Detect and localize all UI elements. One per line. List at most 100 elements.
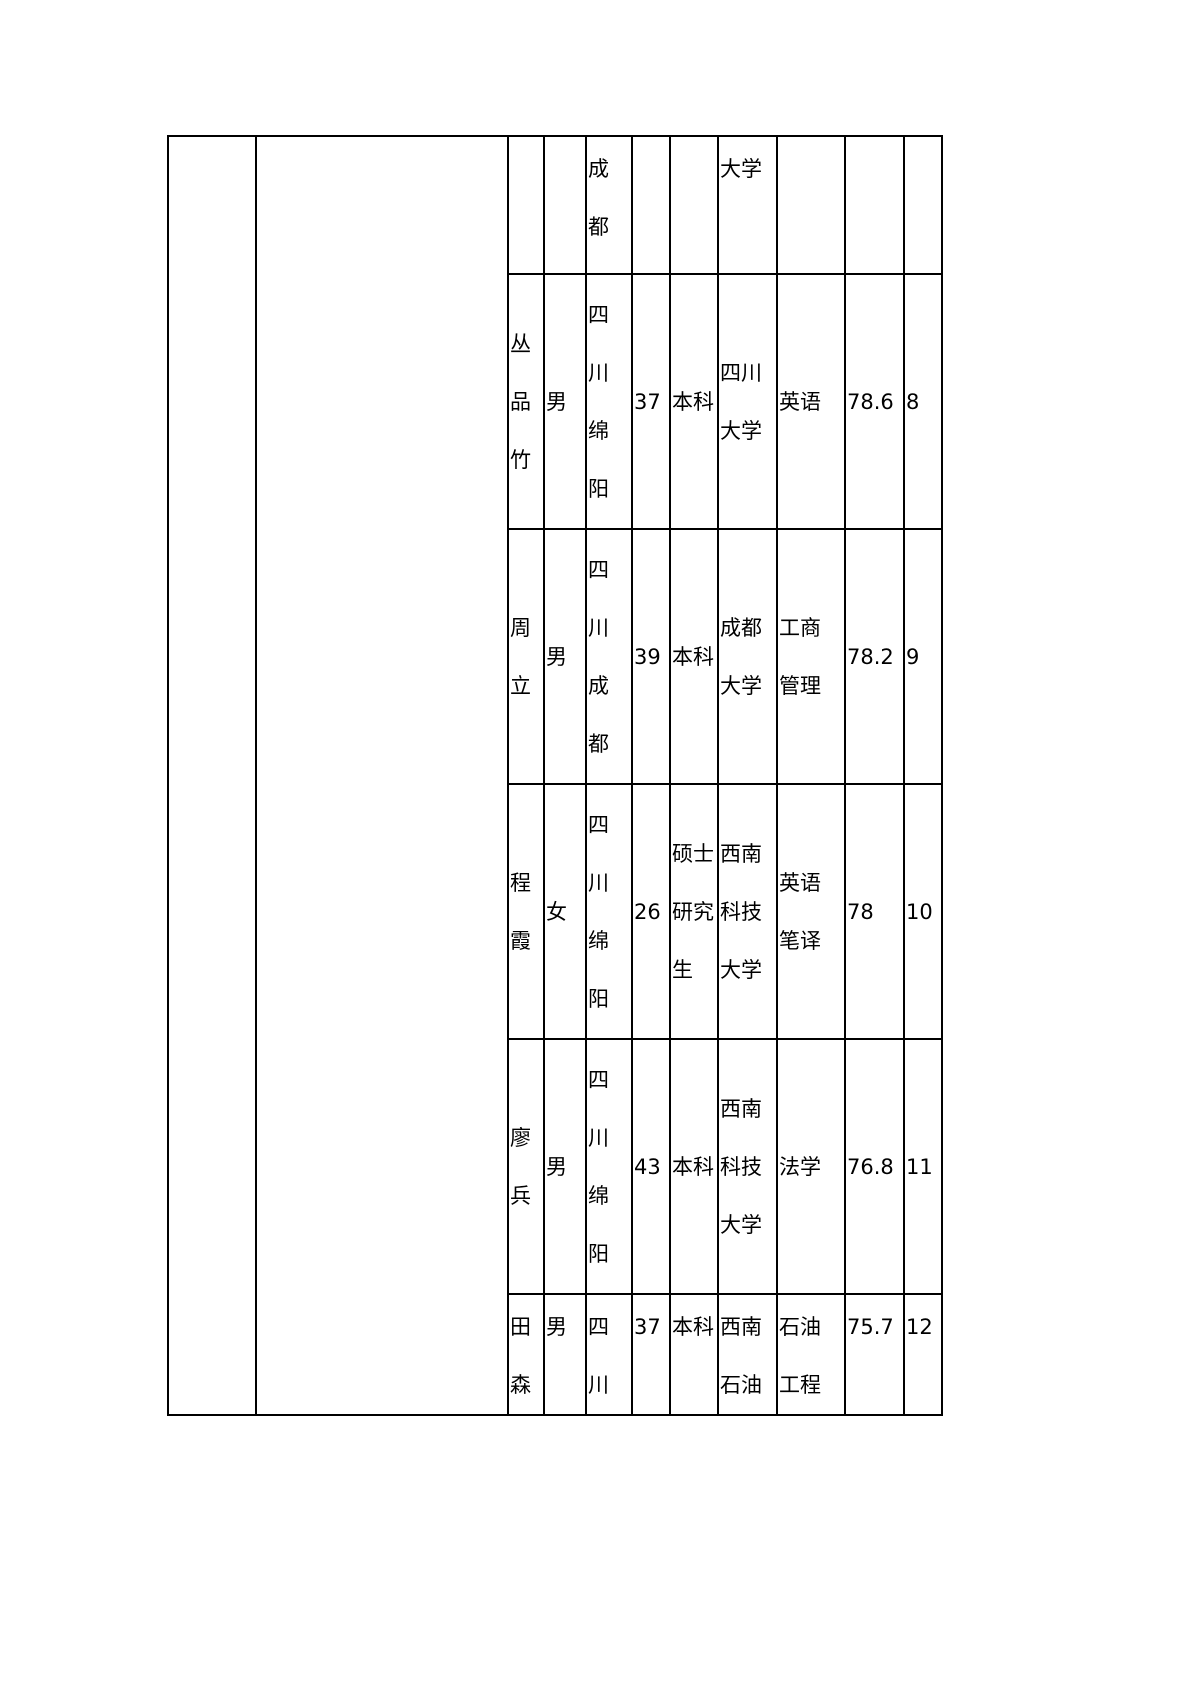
school-cell: 西南科技大学 <box>717 783 778 1040</box>
age-cell: 39 <box>631 528 671 785</box>
cell-text: 本科 <box>672 389 714 414</box>
cell-text: 石油 <box>720 1373 762 1397</box>
major-cell: 法学 <box>776 1038 846 1295</box>
cell-text: 26 <box>634 899 661 924</box>
cell-text: 本科 <box>672 1154 714 1179</box>
cell-text: 大学 <box>720 1212 762 1237</box>
cell-text: 75.7 <box>847 1315 894 1339</box>
school-cell: 大学 <box>717 135 778 275</box>
cell-text: 大学 <box>720 157 762 181</box>
cell-text: 男 <box>546 644 567 669</box>
cell-text: 四 <box>588 302 609 327</box>
cell-text: 9 <box>906 644 920 669</box>
cell-text: 本科 <box>672 644 714 669</box>
education-cell: 本科 <box>669 1038 719 1295</box>
cell-text: 大学 <box>720 418 762 443</box>
cell-text: 科技 <box>720 899 762 924</box>
cell-text: 法学 <box>779 1154 821 1179</box>
cell-text: 硕士 <box>672 841 714 866</box>
major-cell: 英语笔译 <box>776 783 846 1040</box>
cell-text: 绵 <box>588 928 609 953</box>
rank-cell: 9 <box>903 528 943 785</box>
department-cell <box>255 135 509 1416</box>
cell-text: 四 <box>588 1315 609 1339</box>
cell-text: 78.6 <box>847 389 894 414</box>
cell-text: 四 <box>588 1067 609 1092</box>
age-cell <box>631 135 671 275</box>
cell-text: 大学 <box>720 673 762 698</box>
gender-cell: 男 <box>543 273 587 530</box>
major-cell: 英语 <box>776 273 846 530</box>
name-cell: 廖兵 <box>507 1038 545 1295</box>
name-cell: 丛品竹 <box>507 273 545 530</box>
cell-text: 程 <box>510 870 531 895</box>
score-cell <box>844 135 905 275</box>
name-cell: 田森 <box>507 1293 545 1416</box>
birthplace-cell: 四川绵阳 <box>585 273 633 530</box>
score-cell: 78 <box>844 783 905 1040</box>
cell-text: 田 <box>510 1315 531 1339</box>
table-row: 成都大学 <box>167 135 943 1416</box>
cell-text: 科技 <box>720 1154 762 1179</box>
cell-text: 78 <box>847 899 874 924</box>
cell-text: 成 <box>588 157 609 181</box>
school-cell: 西南科技大学 <box>717 1038 778 1295</box>
cell-text: 英语 <box>779 389 821 414</box>
cell-text: 男 <box>546 389 567 414</box>
gender-cell: 男 <box>543 1038 587 1295</box>
gender-cell: 男 <box>543 1293 587 1416</box>
cell-text: 都 <box>588 215 609 239</box>
age-cell: 43 <box>631 1038 671 1295</box>
score-cell: 78.2 <box>844 528 905 785</box>
rank-cell: 12 <box>903 1293 943 1416</box>
cell-text: 成 <box>588 673 609 698</box>
rank-cell: 8 <box>903 273 943 530</box>
cell-text: 阳 <box>588 986 609 1011</box>
cell-text: 四 <box>588 557 609 582</box>
cell-text: 11 <box>906 1154 933 1179</box>
cell-text: 川 <box>588 870 609 895</box>
cell-text: 四川 <box>720 360 762 385</box>
cell-text: 英语 <box>779 870 821 895</box>
cell-text: 10 <box>906 899 933 924</box>
cell-text: 绵 <box>588 1183 609 1208</box>
cell-text: 78.2 <box>847 644 894 669</box>
birthplace-cell: 四川 <box>585 1293 633 1416</box>
name-cell <box>507 135 545 275</box>
cell-text: 男 <box>546 1315 567 1339</box>
cell-text: 川 <box>588 1125 609 1150</box>
age-cell: 26 <box>631 783 671 1040</box>
gender-cell <box>543 135 587 275</box>
cell-text: 阳 <box>588 476 609 501</box>
birthplace-cell: 成都 <box>585 135 633 275</box>
birthplace-cell: 四川绵阳 <box>585 783 633 1040</box>
cell-text: 8 <box>906 389 920 414</box>
major-cell: 工商管理 <box>776 528 846 785</box>
cell-text: 绵 <box>588 418 609 443</box>
cell-text: 12 <box>906 1315 933 1339</box>
rank-cell <box>903 135 943 275</box>
education-cell <box>669 135 719 275</box>
score-cell: 76.8 <box>844 1038 905 1295</box>
major-cell: 石油工程 <box>776 1293 846 1416</box>
age-cell: 37 <box>631 273 671 530</box>
cell-text: 竹 <box>510 447 531 472</box>
cell-text: 森 <box>510 1373 531 1397</box>
education-cell: 硕士研究生 <box>669 783 719 1040</box>
education-cell: 本科 <box>669 528 719 785</box>
cell-text: 立 <box>510 673 531 698</box>
cell-text: 石油 <box>779 1315 821 1339</box>
education-cell: 本科 <box>669 273 719 530</box>
cell-text: 生 <box>672 957 693 982</box>
major-cell <box>776 135 846 275</box>
cell-text: 西南 <box>720 1315 762 1339</box>
education-cell: 本科 <box>669 1293 719 1416</box>
cell-text: 川 <box>588 615 609 640</box>
school-cell: 成都大学 <box>717 528 778 785</box>
